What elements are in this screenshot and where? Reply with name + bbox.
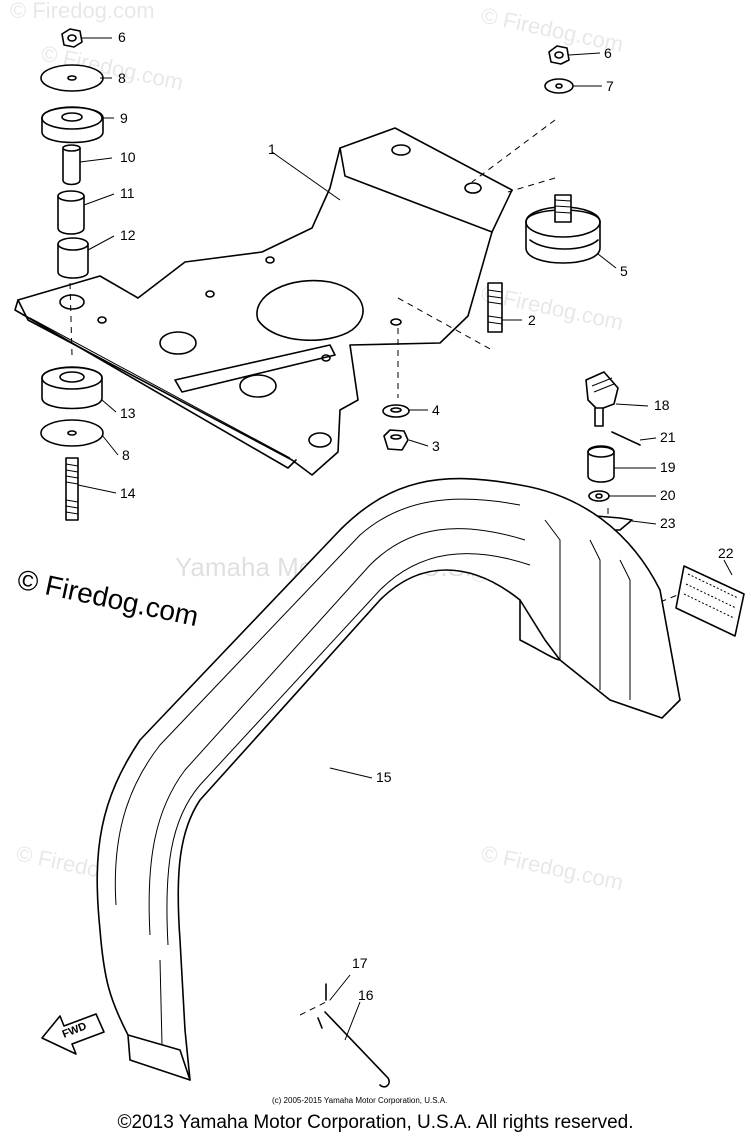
callout-15: 15 bbox=[376, 769, 392, 785]
callout-1: 1 bbox=[268, 141, 276, 157]
callout-21: 21 bbox=[660, 429, 676, 445]
callout-9: 9 bbox=[120, 110, 128, 126]
callout-22: 22 bbox=[718, 545, 734, 561]
right-mount-stack bbox=[487, 45, 601, 333]
callout-6-right: 6 bbox=[604, 45, 612, 61]
callout-4: 4 bbox=[432, 402, 440, 418]
callout-19: 19 bbox=[660, 459, 676, 475]
callout-16: 16 bbox=[358, 987, 374, 1003]
callout-2: 2 bbox=[528, 312, 536, 328]
watermark-firedog: © Firedog.com bbox=[479, 840, 626, 895]
small-credit-text: (c) 2005-2015 Yamaha Motor Corporation, … bbox=[272, 1096, 447, 1105]
fwd-arrow: FWD bbox=[41, 1013, 105, 1055]
callout-23: 23 bbox=[660, 515, 676, 531]
callout-3: 3 bbox=[432, 438, 440, 454]
nut-washer-group bbox=[382, 404, 410, 451]
callout-13: 13 bbox=[120, 405, 136, 421]
bracket-part-1 bbox=[14, 127, 513, 476]
rod-parts bbox=[317, 983, 390, 1088]
callout-17: 17 bbox=[352, 955, 368, 971]
callout-10: 10 bbox=[120, 149, 136, 165]
callout-6-left: 6 bbox=[118, 29, 126, 45]
callout-12: 12 bbox=[120, 227, 136, 243]
leader-lines bbox=[77, 37, 733, 1041]
callout-20: 20 bbox=[660, 487, 676, 503]
callout-8-bottom: 8 bbox=[122, 447, 130, 463]
watermark-firedog-prominent: © Firedog.com bbox=[15, 564, 201, 633]
callout-7: 7 bbox=[606, 78, 614, 94]
callout-14: 14 bbox=[120, 485, 136, 501]
copyright-notice: ©2013 Yamaha Motor Corporation, U.S.A. A… bbox=[117, 1112, 634, 1133]
left-lower-stack bbox=[40, 366, 104, 521]
callout-11: 11 bbox=[120, 185, 135, 201]
latch-parts bbox=[579, 371, 745, 637]
callout-5: 5 bbox=[620, 263, 628, 279]
callout-18: 18 bbox=[654, 397, 670, 413]
fender-part-15 bbox=[96, 477, 681, 1081]
watermark-firedog: © Firedog.com bbox=[10, 0, 155, 23]
callouts: 6 8 9 10 11 12 1 6 7 5 2 4 3 13 8 14 18 … bbox=[118, 29, 734, 1003]
callout-8-top: 8 bbox=[118, 70, 126, 86]
left-mount-stack bbox=[40, 28, 104, 279]
